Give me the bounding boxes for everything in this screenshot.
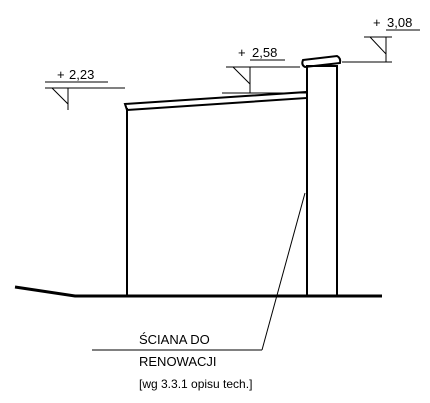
- callout-line-1: ŚCIANA DO: [139, 332, 210, 347]
- elevation-value-2: 2,58: [252, 45, 277, 60]
- elevation-sign-2: +: [238, 45, 246, 60]
- wall-coping: [301, 54, 342, 69]
- sloped-roof: [123, 90, 308, 112]
- tall-wall: [306, 65, 338, 297]
- leader-line: [261, 192, 306, 351]
- elevation-marker-3: + 3,08: [342, 15, 420, 63]
- elevation-sign-1: +: [57, 67, 65, 82]
- callout-line-2: RENOWACJI: [139, 354, 217, 369]
- elevation-value-1: 2,23: [69, 67, 94, 82]
- elevation-marker-1: + 2,23: [45, 67, 125, 110]
- elevation-sign-3: +: [373, 15, 381, 30]
- ground-line: [14, 285, 382, 298]
- elevation-value-3: 3,08: [387, 15, 412, 30]
- callout-line-3: [wg 3.3.1 opisu tech.]: [139, 377, 252, 391]
- elevation-marker-2: + 2,58: [222, 45, 307, 94]
